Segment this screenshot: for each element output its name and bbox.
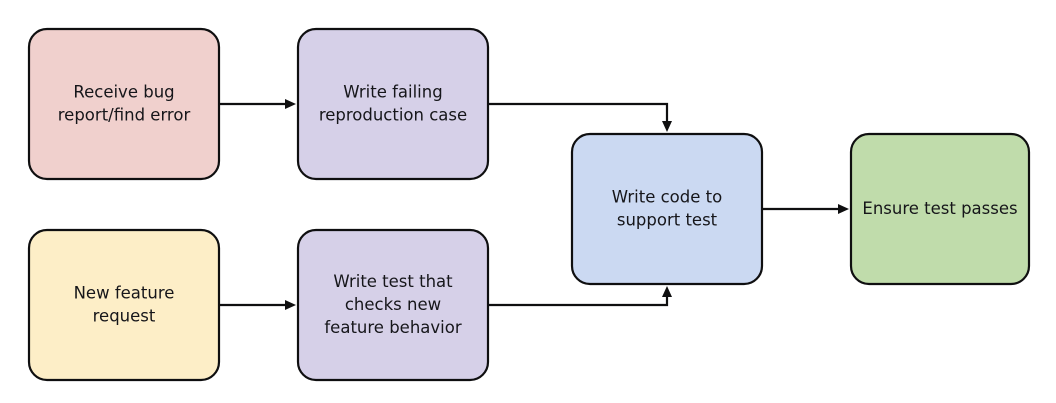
node-label-line: reproduction case [319, 105, 467, 124]
node-box[interactable] [27, 228, 221, 382]
node-label: Write test that checks new feature behavio… [324, 272, 461, 337]
node-label: Write failing reproduction case [319, 82, 467, 124]
edges-layer [219, 99, 849, 310]
edge-write-code-to-ensure-test-passes [762, 204, 849, 214]
arrowhead-icon [662, 286, 672, 297]
node-label-line: Write code to [612, 187, 722, 206]
arrowhead-icon [285, 99, 296, 109]
node-write-test-checks-new-feature[interactable]: Write test that checks new feature behavio… [296, 228, 490, 382]
node-box[interactable] [570, 132, 764, 286]
node-box[interactable] [296, 27, 490, 181]
node-label-line: Write failing [343, 82, 442, 101]
node-box[interactable] [849, 132, 1031, 286]
node-write-failing-reproduction-case[interactable]: Write failing reproduction case [296, 27, 490, 181]
node-label-line: Ensure test passes [862, 199, 1017, 218]
arrowhead-icon [285, 300, 296, 310]
node-label: New feature request [74, 283, 175, 325]
edge-write-test-to-write-code [488, 286, 672, 307]
arrowhead-icon [838, 204, 849, 214]
node-label-line: support test [617, 210, 718, 229]
node-receive-bug-report[interactable]: Receive bug report/find error [27, 27, 221, 181]
node-label: Ensure test passes [862, 199, 1017, 218]
node-label-line: feature behavior [324, 318, 461, 337]
arrowhead-icon [662, 121, 672, 132]
edge-feature-request-to-write-test [219, 300, 296, 310]
node-label-line: checks new [345, 295, 441, 314]
node-write-code-to-support-test[interactable]: Write code to support test [570, 132, 764, 286]
node-box[interactable] [296, 228, 490, 382]
edge-reproduction-case-to-write-code [488, 102, 672, 132]
node-box[interactable] [27, 27, 221, 181]
edge-bug-report-to-reproduction-case [219, 99, 296, 109]
node-label-line: Receive bug [73, 82, 174, 101]
edge-line [488, 102, 669, 126]
node-label-line: New feature [74, 283, 175, 302]
node-ensure-test-passes[interactable]: Ensure test passes [849, 132, 1031, 286]
edge-line [488, 292, 669, 307]
node-new-feature-request[interactable]: New feature request [27, 228, 221, 382]
node-label-line: request [93, 306, 156, 325]
node-label-line: Write test that [333, 272, 453, 291]
node-label: Receive bug report/find error [58, 82, 191, 124]
node-label-line: report/find error [58, 105, 191, 124]
node-label: Write code to support test [612, 187, 722, 229]
nodes-layer: Receive bug report/find error Write failin… [27, 27, 1031, 382]
